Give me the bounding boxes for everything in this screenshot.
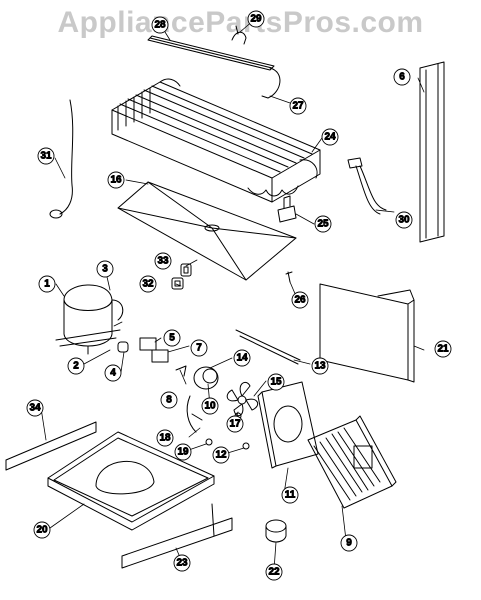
start-relay-parts (117, 337, 187, 377)
machine-compartment-cover (319, 283, 415, 383)
drain-tube (49, 99, 74, 219)
callout-label: 9 (346, 538, 352, 549)
callout-9: 9 (340, 534, 358, 552)
callout-label: 32 (142, 279, 154, 290)
callout-8: 8 (160, 391, 178, 409)
callout-20: 20 (33, 521, 51, 539)
callout-label: 11 (285, 490, 296, 501)
fan-blade (226, 381, 259, 417)
callout-label: 20 (36, 525, 48, 536)
evaporator-drain-pan (117, 181, 297, 281)
bracket-clip (277, 195, 297, 223)
callout-label: 22 (268, 567, 280, 578)
callout-label: 31 (40, 151, 52, 162)
callout-16: 16 (107, 171, 125, 189)
compressor (55, 284, 124, 355)
callout-label: 27 (292, 101, 304, 112)
evaporator-coil (111, 78, 321, 203)
callout-3: 3 (96, 260, 114, 278)
callout-6: 6 (393, 68, 411, 86)
callout-11: 11 (281, 486, 299, 504)
callout-label: 17 (229, 419, 241, 430)
callout-label: 18 (159, 433, 171, 444)
callout-13: 13 (311, 357, 329, 375)
callout-24: 24 (321, 128, 339, 146)
callout-label: 6 (399, 72, 405, 83)
callout-label: 34 (29, 403, 41, 414)
callout-label: 19 (177, 447, 189, 458)
callout-label: 8 (166, 395, 172, 406)
callout-label: 25 (317, 219, 329, 230)
callout-18: 18 (156, 429, 174, 447)
callout-7: 7 (190, 339, 208, 357)
callout-label: 3 (102, 264, 108, 275)
callout-label: 26 (294, 295, 306, 306)
callout-label: 10 (204, 401, 216, 412)
callout-label: 7 (196, 343, 202, 354)
base-rail (5, 421, 97, 471)
callout-5: 5 (163, 329, 181, 347)
condenser-fan-motor (186, 366, 219, 433)
callout-badges: 28 29 27 6 24 31 16 30 25 26 33 32 21 3 … (26, 10, 452, 581)
callout-12: 12 (212, 446, 230, 464)
callout-29: 29 (247, 10, 265, 28)
callout-19: 19 (174, 443, 192, 461)
callout-28: 28 (151, 16, 169, 34)
callout-label: 4 (110, 368, 116, 379)
callout-label: 15 (270, 377, 282, 388)
callout-label: 14 (236, 353, 248, 364)
callout-32: 32 (139, 275, 157, 293)
callout-label: 33 (157, 256, 169, 267)
callout-34: 34 (26, 399, 44, 417)
callout-25: 25 (314, 215, 332, 233)
callout-label: 29 (250, 14, 262, 25)
callout-23: 23 (173, 554, 191, 572)
callout-label: 1 (44, 279, 50, 290)
callout-31: 31 (37, 147, 55, 165)
capillary-tube (235, 329, 301, 365)
callout-label: 2 (73, 361, 79, 372)
callout-26: 26 (291, 291, 309, 309)
callout-1: 1 (38, 275, 56, 293)
callout-17: 17 (226, 415, 244, 433)
grommet-parts (171, 263, 192, 290)
callout-30: 30 (395, 211, 413, 229)
callout-label: 5 (169, 333, 175, 344)
wire-harness (347, 157, 387, 215)
callout-label: 12 (215, 450, 227, 461)
callout-2: 2 (67, 357, 85, 375)
condenser-coil (307, 415, 397, 509)
callout-label: 21 (437, 344, 449, 355)
callout-4: 4 (104, 364, 122, 382)
front-grille-rail (121, 503, 233, 569)
callout-label: 28 (154, 20, 166, 31)
callout-label: 30 (398, 215, 410, 226)
callout-label: 23 (176, 558, 188, 569)
rear-panel (419, 61, 445, 243)
fan-shroud (257, 381, 319, 469)
callout-label: 13 (314, 361, 326, 372)
top-tube-assembly (147, 25, 281, 99)
callout-27: 27 (289, 97, 307, 115)
callout-10: 10 (201, 397, 219, 415)
leveling-leg (265, 519, 287, 543)
callout-14: 14 (233, 349, 251, 367)
callout-label: 24 (324, 132, 336, 143)
callout-21: 21 (434, 340, 452, 358)
screw-part (285, 271, 293, 283)
callout-15: 15 (267, 373, 285, 391)
callout-33: 33 (154, 252, 172, 270)
callout-22: 22 (265, 563, 283, 581)
defrost-drain-pan (47, 431, 215, 531)
callout-label: 16 (110, 175, 122, 186)
